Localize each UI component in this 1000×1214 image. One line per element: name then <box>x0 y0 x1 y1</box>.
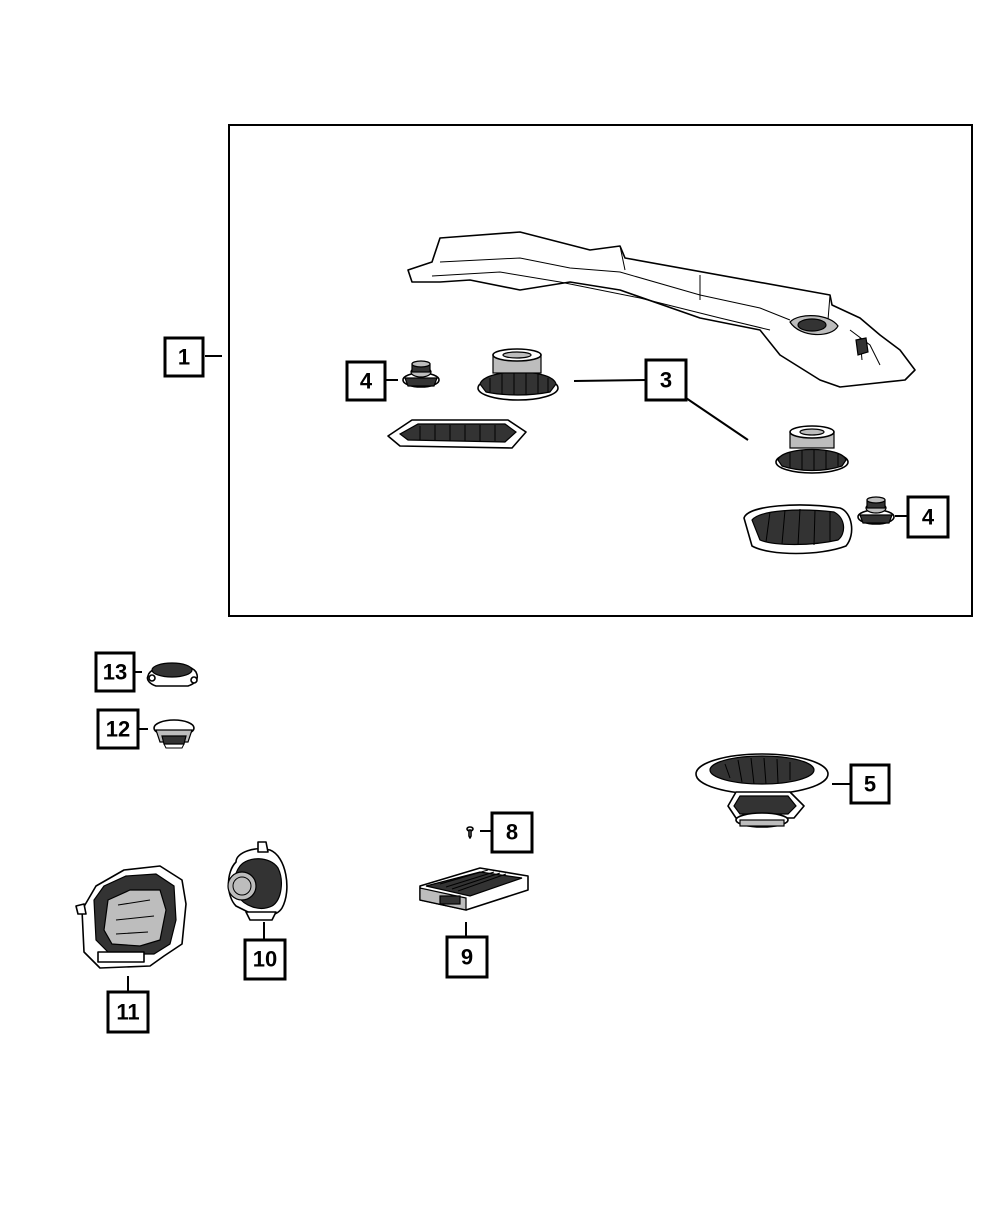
callout-12-label: 12 <box>106 717 130 742</box>
tweeter-right <box>857 496 895 525</box>
callout-13-label: 13 <box>103 660 127 685</box>
callout-3-label: 3 <box>660 368 672 393</box>
leader-3b <box>685 397 749 441</box>
leader-3a <box>573 379 647 382</box>
callout-12: 12 <box>96 708 140 750</box>
grille-left <box>387 419 527 449</box>
callout-8: 8 <box>490 811 534 854</box>
tweeter-12 <box>153 719 195 749</box>
assembly-frame <box>228 124 973 617</box>
amplifier-9 <box>419 867 529 911</box>
speaker-10 <box>227 841 288 921</box>
callout-10: 10 <box>243 938 287 981</box>
callout-5: 5 <box>849 763 891 805</box>
oval-speaker-5 <box>695 753 829 828</box>
tweeter-left <box>402 360 440 388</box>
callout-11-label: 11 <box>116 1000 139 1025</box>
grille-right <box>743 504 853 555</box>
callout-10-label: 10 <box>253 947 277 972</box>
callout-4-left-label: 4 <box>360 369 373 394</box>
callout-9: 9 <box>445 935 489 979</box>
subwoofer-enclosure-11 <box>75 865 187 969</box>
callout-5-label: 5 <box>864 772 876 797</box>
grille-cover-13 <box>146 662 199 687</box>
callout-11: 11 <box>106 990 150 1034</box>
callout-4-left: 4 <box>345 360 387 402</box>
speaker-left <box>477 348 559 401</box>
speaker-right <box>775 425 849 474</box>
callout-4-right: 4 <box>906 495 950 539</box>
callout-4-right-label: 4 <box>922 505 935 530</box>
callout-9-label: 9 <box>461 945 473 970</box>
callout-1: 1 <box>163 336 205 378</box>
screw-8 <box>466 826 474 839</box>
speaker-housing-bar <box>407 231 916 388</box>
callout-8-label: 8 <box>506 820 518 845</box>
callout-1-label: 1 <box>178 345 190 370</box>
callout-13: 13 <box>94 651 136 693</box>
callout-3: 3 <box>644 358 688 402</box>
